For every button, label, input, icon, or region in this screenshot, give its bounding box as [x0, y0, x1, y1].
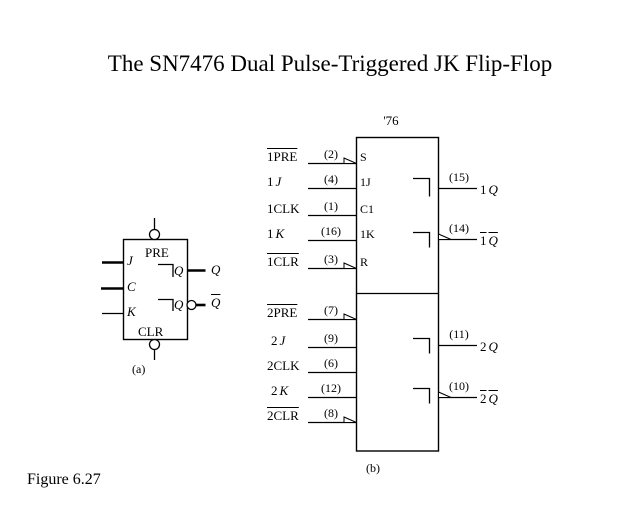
- figure-caption: Figure 6.27: [27, 471, 101, 488]
- postponed-output-symbol-2q: [413, 337, 431, 354]
- ff-a-output-label-qbar: Q: [211, 295, 221, 310]
- ff-a-preset-bubble-icon: [148, 228, 161, 241]
- figure-title: The SN7476 Dual Pulse-Triggered JK Flip-…: [107, 51, 553, 76]
- ic-pin-number-9: (9): [324, 331, 338, 345]
- ff-a-preset-label: PRE: [145, 245, 169, 260]
- ff-a-input-label-c: C: [127, 279, 136, 294]
- ic-internal-label-s: S: [360, 150, 367, 164]
- ic-pin-number-10: (10): [449, 379, 469, 393]
- ff-a-output-label-q: Q: [211, 262, 221, 277]
- ic-input-label-2pre: 2PRE: [267, 305, 298, 320]
- ic-pin-number-8: (8): [324, 406, 338, 420]
- sub-figure-label-a: (a): [132, 362, 146, 376]
- ic-internal-label-r: R: [360, 255, 369, 269]
- ff-a-qbar-bubble-icon: [186, 299, 197, 311]
- ff-a-inner-q-label: Q: [174, 263, 184, 278]
- ic-input-label-2clk: 2CLK: [267, 358, 300, 373]
- ff-a-input-label-j: J: [127, 253, 133, 268]
- ff-a-clear-bubble-icon: [148, 338, 161, 351]
- ic-pin-number-1: (1): [324, 199, 338, 213]
- polarity-triangle-1clr-icon: [343, 262, 357, 269]
- ic-pin-number-11: (11): [449, 327, 469, 341]
- polarity-triangle-1qbar-icon: [438, 233, 452, 240]
- ic-input-label-1clr: 1CLR: [267, 254, 299, 269]
- ff-a-input-label-k: K: [127, 304, 136, 319]
- ic-pin-number-16: (16): [321, 224, 341, 238]
- ic-pin-number-6: (6): [324, 356, 338, 370]
- polarity-triangle-1pre-icon: [343, 157, 357, 164]
- ic-pin-number-15: (15): [449, 170, 469, 184]
- ic-chip-label: '76: [383, 113, 399, 128]
- polarity-triangle-2pre-icon: [343, 313, 357, 320]
- ff-a-inner-qbar-label: Q: [174, 297, 184, 312]
- ic-pin-number-14: (14): [449, 221, 469, 235]
- ic-pin-number-3: (3): [324, 252, 338, 266]
- ic-pin-number-12: (12): [321, 381, 341, 395]
- ic-input-label-2clr: 2CLR: [267, 408, 299, 423]
- ic-internal-label-1j: 1J: [360, 175, 371, 189]
- polarity-triangle-2qbar-icon: [438, 391, 452, 398]
- ic-input-label-1pre: 1PRE: [267, 149, 298, 164]
- ic-pin-number-7: (7): [324, 303, 338, 317]
- polarity-triangle-2clr-icon: [343, 416, 357, 423]
- postponed-output-symbol-1qbar: [413, 231, 431, 248]
- ic-input-label-1clk: 1CLK: [267, 201, 300, 216]
- postponed-output-symbol-1q: [413, 177, 431, 197]
- ic-internal-label-1k: 1K: [360, 227, 375, 241]
- ic-pin-number-2: (2): [324, 147, 338, 161]
- sub-figure-label-b: (b): [366, 461, 380, 475]
- ff-a-clear-label: CLR: [138, 324, 164, 339]
- ic-pin-number-4: (4): [324, 172, 338, 186]
- ic-b-body: [355, 136, 440, 452]
- ff-a-postponed-output-symbol-q: [158, 263, 174, 277]
- ic-internal-label-c1: C1: [360, 202, 375, 216]
- postponed-output-symbol-2qbar: [413, 387, 431, 404]
- ff-a-postponed-output-symbol-qbar: [158, 298, 174, 311]
